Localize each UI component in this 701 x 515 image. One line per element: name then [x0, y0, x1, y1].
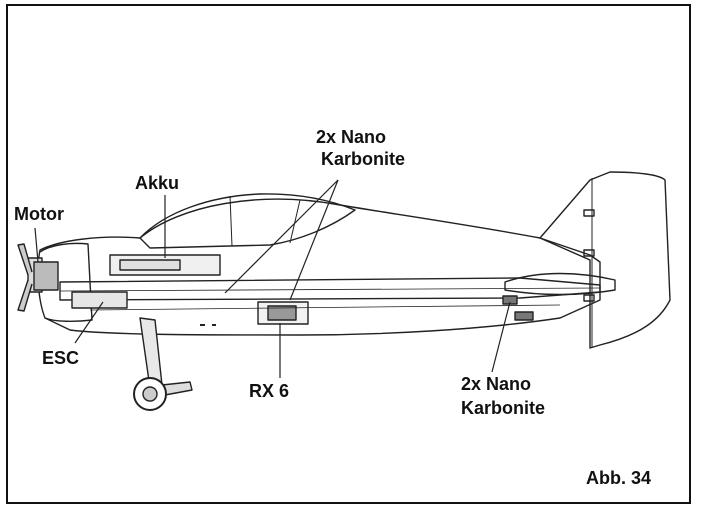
leader-motor — [34, 227, 39, 263]
label-rx: RX 6 — [249, 381, 290, 401]
leader-servo-top-2 — [224, 179, 339, 294]
label-esc: ESC — [42, 348, 80, 368]
rear-servo-2 — [514, 311, 534, 321]
leader-servo-top-1 — [289, 179, 339, 301]
label-servo-top-line1: 2x Nano — [316, 127, 387, 147]
leader-esc — [74, 301, 104, 344]
propeller — [17, 243, 33, 312]
label-akku: Akku — [135, 173, 180, 193]
label-motor: Motor — [14, 204, 64, 224]
canopy — [139, 193, 356, 249]
label-servo-bottom-line1: 2x Nano — [461, 374, 532, 394]
figure-caption: Abb. 34 — [586, 468, 652, 488]
label-servo-bottom-line2: Karbonite — [461, 398, 546, 418]
label-servo-top-line2: Karbonite — [321, 149, 406, 169]
wing — [59, 277, 601, 301]
horizontal-stabilizer — [504, 272, 616, 296]
esc-box — [71, 291, 128, 309]
leader-servo-bottom — [491, 301, 511, 373]
vertical-tail — [539, 171, 671, 349]
